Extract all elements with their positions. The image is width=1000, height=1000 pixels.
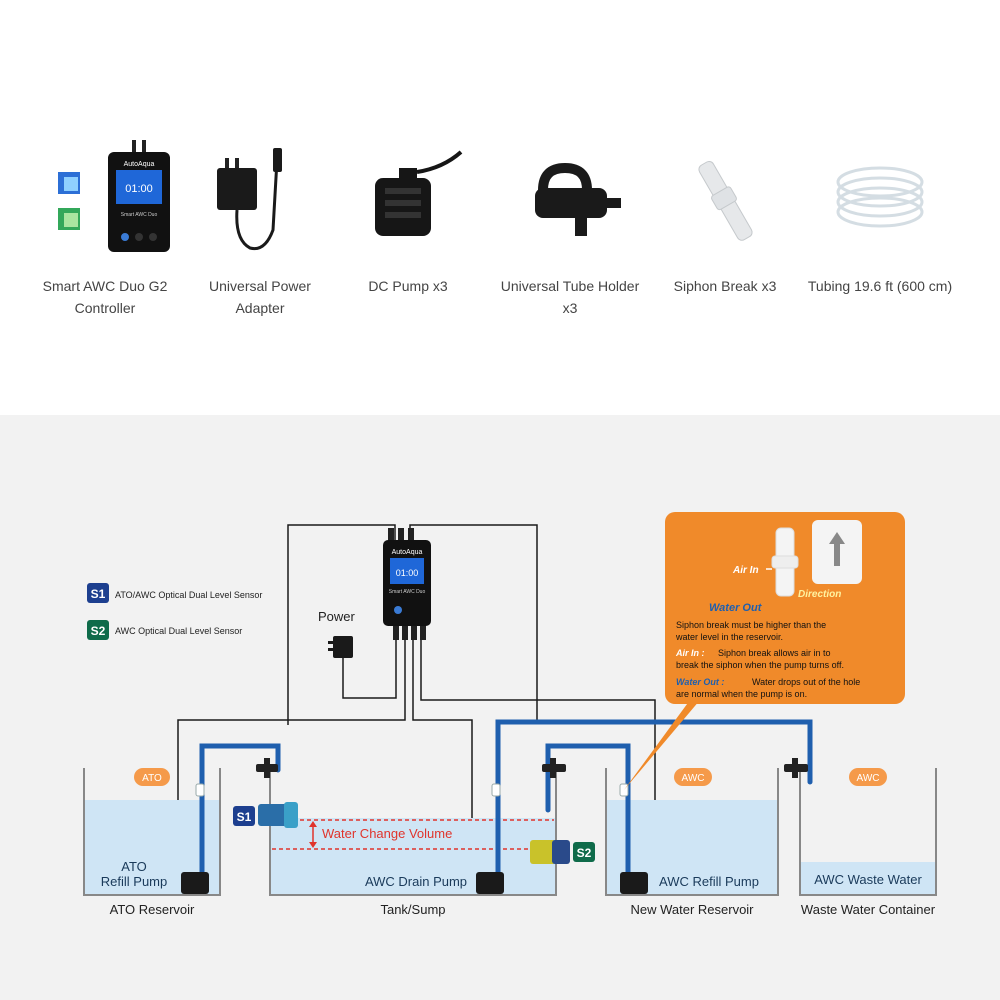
legend-badge-s2 <box>87 620 109 640</box>
product-tube-holder: Universal Tube Holder x3 <box>495 140 645 319</box>
siphon-break-image <box>698 160 753 241</box>
svg-text:break the siphon when the pump: break the siphon when the pump turns off… <box>676 660 844 670</box>
direction-icon <box>812 520 862 584</box>
product-siphon-break: Siphon Break x3 <box>650 140 800 297</box>
ato-pump-label-2: Refill Pump <box>101 874 167 889</box>
product-label: Universal Power Adapter <box>209 278 311 316</box>
legend-label-s1: ATO/AWC Optical Dual Level Sensor <box>115 590 262 600</box>
power-adapter-image <box>217 148 282 251</box>
siphon-break-diagram-icon <box>771 527 799 597</box>
svg-text:AWC: AWC <box>682 773 705 784</box>
system-diagram-svg: S1 ATO/AWC Optical Dual Level Sensor S2 … <box>83 512 937 917</box>
product-label: Universal Tube Holder x3 <box>500 278 640 316</box>
tubing-image <box>836 166 924 228</box>
tank-sump <box>269 768 557 896</box>
product-power-adapter: Universal Power Adapter <box>185 140 335 319</box>
svg-text:S2: S2 <box>577 846 592 860</box>
siphon-break-icons <box>195 783 629 797</box>
tube-holder-image <box>535 162 621 236</box>
svg-text:S2: S2 <box>91 624 106 638</box>
pump-icons <box>181 872 648 894</box>
package-contents: AutoAqua 01:00 Smart AWC Duo Smart AWC D… <box>0 0 1000 400</box>
water-change-volume <box>272 819 554 850</box>
controller-diagram: AutoAqua 01:00 Smart AWC Duo <box>383 528 431 640</box>
tube-holder-icons <box>256 758 808 778</box>
siphon-break-callout: Air In Direction Water Out Siphon break … <box>624 512 905 790</box>
water-out-label: Water Out <box>709 602 763 614</box>
ato-pump-label: ATO <box>121 859 147 874</box>
svg-text:Smart AWC Duo: Smart AWC Duo <box>389 589 426 595</box>
svg-text:are normal when the pump is on: are normal when the pump is on. <box>676 689 807 699</box>
legend-label-s2: AWC Optical Dual Level Sensor <box>115 626 242 636</box>
new-water-reservoir-label: New Water Reservoir <box>630 902 754 917</box>
ato-reservoir-label: ATO Reservoir <box>110 902 195 917</box>
product-controller: AutoAqua 01:00 Smart AWC Duo Smart AWC D… <box>30 140 180 319</box>
awc-refill-pump-label: AWC Refill Pump <box>659 874 759 889</box>
svg-text:AWC: AWC <box>857 773 880 784</box>
svg-text:Water Out :: Water Out : <box>676 677 724 687</box>
system-diagram: S1 ATO/AWC Optical Dual Level Sensor S2 … <box>0 415 1000 1000</box>
svg-text:AutoAqua: AutoAqua <box>392 549 423 556</box>
product-label: Smart AWC Duo G2 Controller <box>42 278 168 316</box>
controller-screen <box>116 170 162 204</box>
svg-text:AutoAqua: AutoAqua <box>124 161 155 168</box>
power-label: Power <box>318 609 356 624</box>
product-label: Siphon Break x3 <box>673 278 777 294</box>
control-wires <box>177 524 656 878</box>
svg-text:Water drops out of the hole: Water drops out of the hole <box>752 677 860 687</box>
svg-text:01:00: 01:00 <box>125 183 153 195</box>
product-label: Tubing 19.6 ft (600 cm) <box>807 278 953 294</box>
tag-ato: ATO <box>134 768 170 786</box>
awc-waste-water-label: AWC Waste Water <box>814 872 922 887</box>
svg-text:S1: S1 <box>91 587 106 601</box>
svg-text:Siphon break must be higher th: Siphon break must be higher than the <box>676 620 826 630</box>
product-dc-pump: DC Pump x3 <box>333 140 483 297</box>
sensor-s1: S1 <box>233 802 298 828</box>
tank-sump-label: Tank/Sump <box>380 902 445 917</box>
svg-text:ATO: ATO <box>142 773 162 784</box>
controller-image: AutoAqua 01:00 Smart AWC Duo <box>58 140 170 252</box>
tag-awc-new-water: AWC <box>674 768 712 786</box>
waste-water-container-label: Waste Water Container <box>801 902 936 917</box>
product-label: DC Pump x3 <box>368 278 448 294</box>
svg-text:Smart AWC Duo: Smart AWC Duo <box>121 212 158 218</box>
product-tubing: Tubing 19.6 ft (600 cm) <box>805 140 955 297</box>
svg-text:S1: S1 <box>237 810 252 824</box>
svg-text:Air In :: Air In : <box>675 648 705 658</box>
controller-screen <box>390 558 424 584</box>
tag-awc-waste: AWC <box>849 768 887 786</box>
legend-badge-s1 <box>87 583 109 603</box>
tubing-lines <box>199 719 813 875</box>
waste-water-container <box>799 768 937 896</box>
svg-text:01:00: 01:00 <box>396 568 419 578</box>
power-plug-icon <box>328 636 353 658</box>
air-in-label: Air In <box>732 565 759 576</box>
sensor-s2: S2 <box>530 840 595 864</box>
svg-text:water level in the reservoir.: water level in the reservoir. <box>675 632 783 642</box>
water-change-volume-label: Water Change Volume <box>322 826 452 841</box>
awc-drain-pump-label: AWC Drain Pump <box>365 874 467 889</box>
dc-pump-image <box>375 150 463 236</box>
direction-label: Direction <box>798 589 841 600</box>
svg-text:Siphon break allows air in to: Siphon break allows air in to <box>718 648 831 658</box>
